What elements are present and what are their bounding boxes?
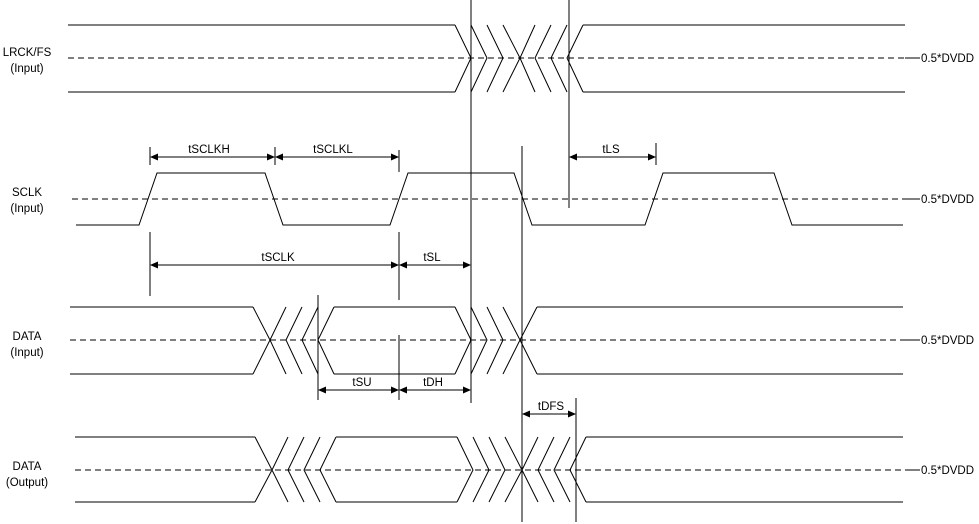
timing-annotations: tSCLKH tSCLKL tSCLK tSL tLS tSU tDH tDFS: [150, 144, 656, 418]
tsclkl-label: tSCLKL: [313, 144, 353, 156]
data-output-label-name: DATA: [13, 461, 42, 473]
data-output-label-dir: (Output): [6, 477, 48, 489]
data-output-waveform: DATA (Output) 0.5*DVDD: [6, 436, 974, 503]
sclk-waveform: SCLK (Input) 0.5*DVDD: [10, 172, 974, 226]
lrck-waveform: LRCK/FS (Input) 0.5*DVDD: [3, 24, 974, 93]
tsclkh-label: tSCLKH: [188, 144, 230, 156]
lrck-label-name: LRCK/FS: [3, 47, 52, 59]
data-input-waveform: DATA (Input) 0.5*DVDD: [10, 306, 974, 375]
tsclk-label: tSCLK: [261, 252, 295, 264]
lrck-label-dir: (Input): [10, 63, 43, 75]
data-input-label-name: DATA: [13, 331, 42, 343]
sclk-label-dir: (Input): [10, 203, 43, 215]
tsu-label: tSU: [352, 377, 371, 389]
tsl-label: tSL: [423, 252, 441, 264]
data-output-threshold-label: 0.5*DVDD: [921, 465, 974, 477]
tdfs-label: tDFS: [538, 401, 565, 413]
reference-lines: [149, 0, 657, 522]
tdh-label: tDH: [423, 377, 443, 389]
tls-label: tLS: [602, 144, 620, 156]
sclk-threshold-label: 0.5*DVDD: [921, 194, 974, 206]
data-input-label-dir: (Input): [10, 347, 43, 359]
sclk-label-name: SCLK: [12, 187, 42, 199]
data-input-threshold-label: 0.5*DVDD: [921, 335, 974, 347]
lrck-threshold-label: 0.5*DVDD: [921, 53, 974, 65]
